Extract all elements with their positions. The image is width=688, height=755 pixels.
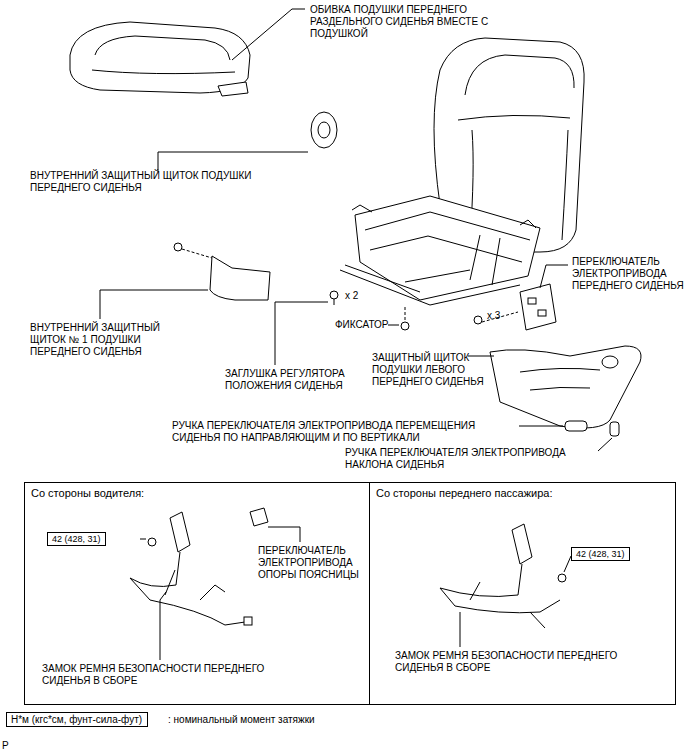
torque-value: 42 (428, 31) — [52, 534, 101, 544]
legend-box: Н*м (кгс*см, фунт-сила-фут) — [6, 712, 148, 727]
part-name: ФИКСАТОР — [335, 319, 390, 331]
part-name: ПЕРЕКЛЮЧАТЕЛЬ ЭЛЕКТРОПРИВОДА ОПОРЫ ПОЯСН… — [258, 545, 378, 581]
part-name: ПЕРЕКЛЮЧАТЕЛЬ ЭЛЕКТРОПРИВОДА ПЕРЕДНЕГО С… — [572, 256, 684, 292]
torque-box: 42 (428, 31) — [571, 547, 630, 561]
quantity: x 2 — [345, 290, 375, 302]
part-name: РУЧКА ПЕРЕКЛЮЧАТЕЛЯ ЭЛЕКТРОПРИВОДА НАКЛО… — [345, 447, 605, 471]
part-name: ВНУТРЕННИЙ ЗАЩИТНЫЙ ЩИТОК ПОДУШКИ ПЕРЕДН… — [30, 170, 275, 194]
torque-value: Н*м (кгс*см, фунт-сила-фут) — [11, 714, 142, 725]
part-name: ЗАМОК РЕМНЯ БЕЗОПАСНОСТИ ПЕРЕДНЕГО СИДЕН… — [42, 663, 302, 687]
part-name: ЗАМОК РЕМНЯ БЕЗОПАСНОСТИ ПЕРЕДНЕГО СИДЕН… — [395, 650, 655, 674]
part-name: ЗАГЛУШКА РЕГУЛЯТОРА ПОЛОЖЕНИЯ СИДЕНЬЯ — [225, 368, 365, 392]
part-name: ОБИВКА ПОДУШКИ ПЕРЕДНЕГО РАЗДЕЛЬНОГО СИД… — [310, 4, 495, 40]
legend-note: : номинальный момент затяжки — [168, 714, 368, 726]
part-name: ВНУТРЕННИЙ ЗАЩИТНЫЙ ЩИТОК № 1 ПОДУШКИ ПЕ… — [30, 322, 170, 358]
page-mark: P — [2, 740, 22, 752]
panel-heading: Со стороны водителя: — [25, 483, 369, 504]
part-name: РУЧКА ПЕРЕКЛЮЧАТЕЛЯ ЭЛЕКТРОПРИВОДА ПЕРЕМ… — [172, 420, 517, 444]
part-name: ЗАЩИТНЫЙ ЩИТОК ПОДУШКИ ЛЕВОГО ПЕРЕДНЕГО … — [372, 352, 497, 388]
panel-heading: Со стороны переднего пассажира: — [370, 483, 675, 504]
torque-value: 42 (428, 31) — [576, 549, 625, 559]
torque-box: 42 (428, 31) — [47, 532, 106, 546]
quantity: x 3 — [487, 310, 517, 322]
